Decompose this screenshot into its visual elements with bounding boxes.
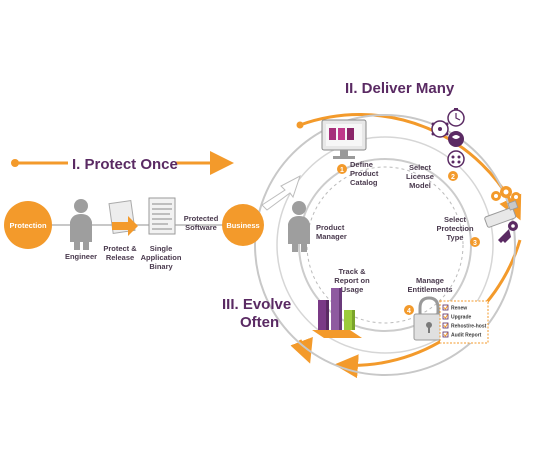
engineer-label: Engineer bbox=[65, 252, 97, 261]
heading-protect-once: I. Protect Once bbox=[72, 156, 178, 173]
step4-label-1: Manage bbox=[416, 276, 444, 285]
protect-once-start-dot bbox=[11, 159, 19, 167]
step1-number: 1 bbox=[340, 167, 344, 174]
binary-label-1: Single bbox=[150, 244, 173, 253]
step2-label-3: Model bbox=[409, 181, 431, 190]
binary-label-3: Binary bbox=[149, 262, 173, 271]
grey-ring-middle bbox=[276, 136, 494, 354]
step2-label-1: Select bbox=[409, 163, 432, 172]
track-label-3: Usage bbox=[341, 285, 364, 294]
product-manager-figure-icon bbox=[288, 201, 310, 252]
protected-software-label-1: Protected bbox=[184, 214, 219, 223]
step3-number: 3 bbox=[473, 240, 477, 247]
entitlement-item-renew: Renew bbox=[451, 306, 467, 312]
entitlement-item-upgrade: Upgrade bbox=[451, 315, 472, 321]
usage-bar-chart-icon bbox=[312, 288, 362, 338]
protected-software-label-2: Software bbox=[185, 223, 217, 232]
protect-release-document-icon bbox=[108, 200, 138, 236]
step2-label-2: License bbox=[406, 172, 434, 181]
inner-dashed-ring bbox=[306, 166, 464, 324]
product-manager-label-1: Product bbox=[316, 223, 345, 232]
engineer-figure-icon bbox=[70, 199, 92, 250]
step1-label-2: Product bbox=[350, 169, 379, 178]
outer-cycle-arc-right bbox=[334, 239, 522, 379]
track-label-1: Track & bbox=[338, 267, 366, 276]
step2-number: 2 bbox=[451, 174, 455, 181]
outer-cycle-arc-left bbox=[290, 336, 313, 364]
business-node bbox=[222, 204, 264, 246]
step1-badge bbox=[337, 164, 347, 174]
license-model-icons bbox=[431, 108, 465, 168]
entitlement-item-rehost: Rehost/re-host bbox=[451, 324, 487, 330]
step1-label-1: Define bbox=[350, 160, 373, 169]
step2-badge bbox=[448, 171, 458, 181]
protect-release-label-2: Release bbox=[106, 253, 134, 262]
step3-label-1: Select bbox=[444, 215, 467, 224]
binary-document-icon bbox=[148, 197, 176, 235]
heading-often: Often bbox=[240, 314, 279, 331]
heading-evolve: III. Evolve bbox=[222, 296, 291, 313]
heading-deliver-many: II. Deliver Many bbox=[345, 80, 455, 97]
padlock-icon bbox=[413, 296, 445, 341]
grey-ring-outer bbox=[254, 114, 516, 376]
business-up-arrow bbox=[261, 174, 301, 211]
step4-badge bbox=[404, 305, 414, 315]
product-manager-label-2: Manager bbox=[316, 232, 347, 241]
outer-cycle-start-dot bbox=[296, 121, 304, 129]
binary-label-2: Application bbox=[141, 253, 182, 262]
protection-node bbox=[4, 201, 52, 249]
entitlements-checklist: Renew Upgrade Rehost/re-host Audit Repor… bbox=[439, 300, 489, 344]
step3-badge bbox=[470, 237, 480, 247]
step4-number: 4 bbox=[407, 308, 411, 315]
entitlement-item-audit: Audit Report bbox=[451, 333, 482, 339]
step3-label-3: Type bbox=[447, 233, 464, 242]
step1-label-3: Catalog bbox=[350, 178, 378, 187]
business-label: Business bbox=[226, 221, 259, 230]
step4-label-2: Entitlements bbox=[407, 285, 452, 294]
product-catalog-monitor-icon bbox=[321, 119, 367, 159]
protection-label: Protection bbox=[9, 221, 47, 230]
track-label-2: Report on bbox=[334, 276, 370, 285]
protection-type-usb-key-icon bbox=[484, 186, 521, 243]
step3-label-2: Protection bbox=[436, 224, 474, 233]
protect-release-label-1: Protect & bbox=[103, 244, 137, 253]
